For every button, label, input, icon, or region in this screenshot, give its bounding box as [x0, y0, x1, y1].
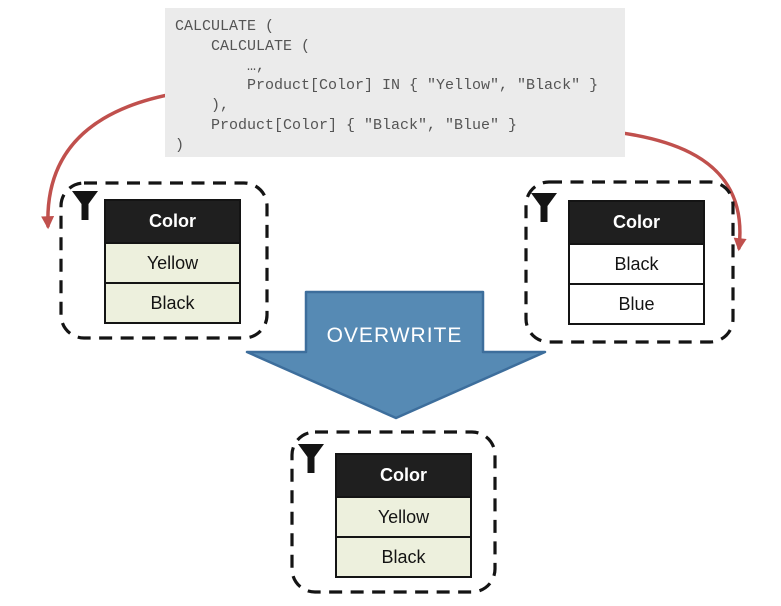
code-line: CALCULATE ( — [175, 37, 311, 55]
code-line: ) — [175, 136, 185, 154]
filter-funnel-icon — [72, 191, 98, 220]
overwrite-down-arrow — [245, 290, 547, 420]
column-header: Color — [570, 202, 703, 243]
code-line: …, — [175, 57, 266, 75]
inner-filter-table: Color Yellow Black — [104, 199, 241, 324]
outer-filter-table: Color Black Blue — [568, 200, 705, 325]
table-row: Yellow — [106, 242, 239, 282]
table-row: Blue — [570, 283, 703, 323]
code-line-outer-filter: Product[Color] { "Black", "Blue" } — [175, 116, 518, 134]
inner-filter-box-outline — [59, 181, 269, 340]
filter-funnel-icon — [298, 444, 324, 473]
column-header: Color — [337, 455, 470, 496]
table-row: Yellow — [337, 496, 470, 536]
result-filter-table: Color Yellow Black — [335, 453, 472, 578]
column-header: Color — [106, 201, 239, 242]
filter-funnel-icon — [531, 193, 557, 222]
code-line: CALCULATE ( — [175, 18, 275, 35]
table-row: Black — [337, 536, 470, 576]
table-row: Black — [106, 282, 239, 322]
dax-code-block: CALCULATE ( CALCULATE ( …, Product[Color… — [165, 8, 625, 157]
table-row: Black — [570, 243, 703, 283]
code-line-inner-filter: Product[Color] IN { "Yellow", "Black" } — [175, 77, 599, 95]
result-filter-box-outline — [290, 430, 497, 594]
code-line: ), — [175, 97, 230, 115]
overwrite-label: OVERWRITE — [326, 324, 463, 347]
